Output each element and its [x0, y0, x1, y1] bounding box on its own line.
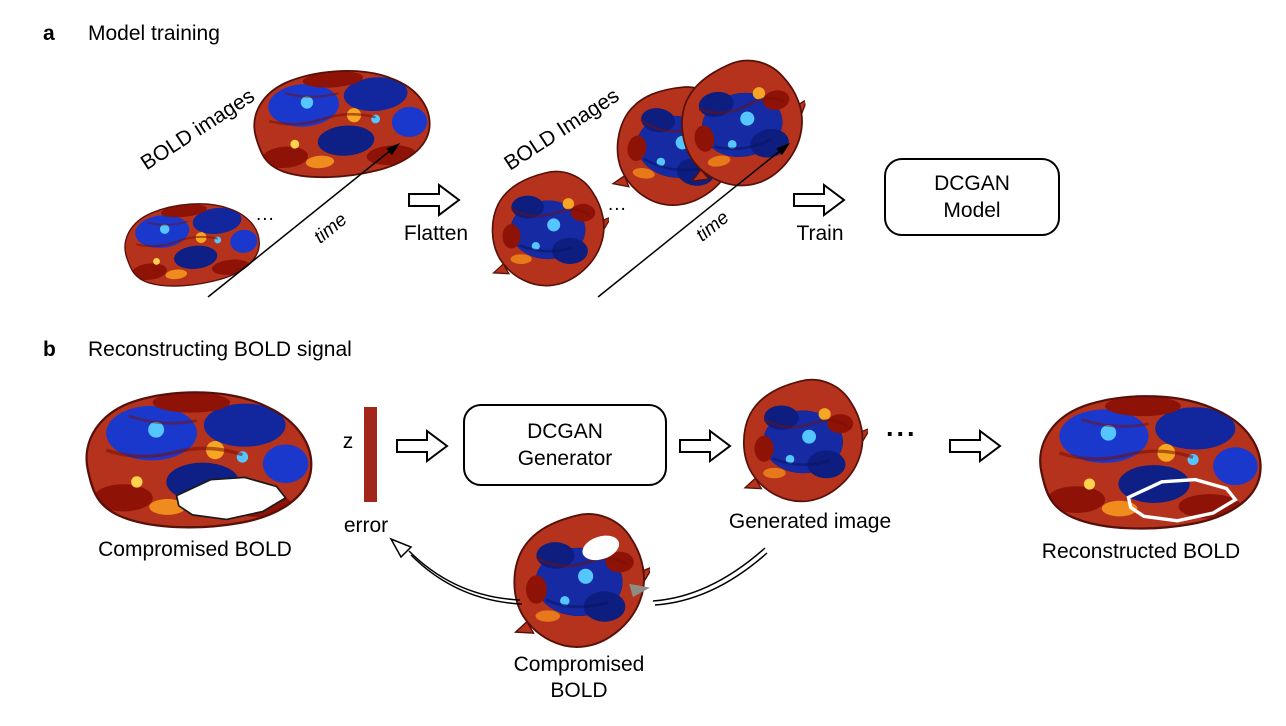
panel-a-title: Model training — [88, 22, 220, 45]
time-arrow-1 — [207, 143, 400, 298]
right-arrow-icon-1 — [396, 430, 448, 462]
ellipsis-b: ... — [886, 412, 918, 442]
compromised-flat-image — [508, 510, 650, 652]
dcgan-generator-line1: DCGAN — [527, 419, 603, 443]
dcgan-model-line2: Model — [943, 199, 1001, 222]
compromised-bold-caption: Compromised BOLD — [98, 538, 292, 561]
compromised-flat-caption-line2: BOLD — [550, 679, 608, 703]
right-arrow-icon-3 — [949, 430, 1001, 462]
right-arrow-icon-2 — [679, 430, 731, 462]
generated-image-caption: Generated image — [728, 510, 892, 533]
z-latent-bar — [364, 407, 377, 502]
panel-a-label: a — [43, 22, 55, 45]
train-arrow-icon — [793, 184, 845, 216]
z-label: z — [342, 430, 354, 453]
dcgan-generator-line2: Generator — [517, 447, 613, 470]
compromised-bold-brain — [72, 382, 322, 541]
dcgan-model-line1: DCGAN — [934, 171, 1010, 195]
dcgan-model-box: DCGAN Model — [884, 158, 1060, 236]
reconstructed-bold-brain — [1026, 386, 1271, 542]
feedback-curved-arrows — [389, 537, 768, 606]
train-label: Train — [796, 222, 844, 245]
panel-b-title: Reconstructing BOLD signal — [88, 338, 352, 361]
flatten-arrow-icon — [408, 184, 460, 216]
compromised-flat-caption-line1: Compromised — [513, 653, 645, 676]
panel-b-label: b — [43, 338, 56, 361]
compromised-flat-caption: Compromised BOLD — [498, 652, 660, 705]
ellipsis-a2: ... — [608, 194, 627, 215]
reconstructed-bold-caption: Reconstructed BOLD — [1041, 540, 1241, 563]
time-arrow-2 — [597, 143, 790, 298]
generated-flat-image — [738, 376, 868, 506]
dcgan-generator-box: DCGAN Generator — [463, 404, 667, 486]
error-label: error — [343, 514, 389, 537]
ellipsis-a1: ... — [256, 204, 275, 225]
flatten-label: Flatten — [403, 222, 469, 245]
